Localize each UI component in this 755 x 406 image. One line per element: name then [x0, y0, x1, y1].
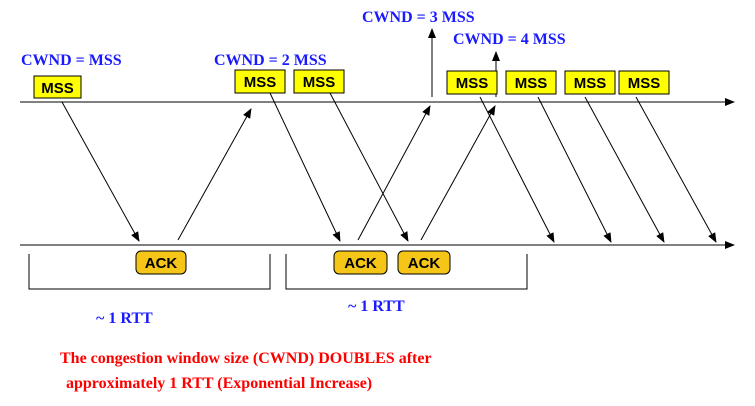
caption-line-1: The congestion window size (CWND) DOUBLE… [60, 350, 432, 367]
segment-arrow-2 [269, 92, 341, 242]
segment-arrow-1 [61, 101, 140, 242]
rtt-bracket-2 [285, 254, 528, 290]
mss-segment-label: MSS [628, 75, 661, 92]
mss-segment-5: MSS [505, 70, 557, 95]
ack-box-2: ACK [333, 250, 388, 275]
rtt-label-2: ~ 1 RTT [348, 298, 405, 315]
mss-segment-2: MSS [234, 69, 286, 94]
segment-arrow-5 [537, 96, 612, 243]
mss-segment-6: MSS [564, 70, 616, 95]
segment-arrow-7 [635, 96, 717, 243]
rtt-bracket-1 [28, 254, 271, 290]
segment-arrow-4 [479, 96, 555, 243]
cwnd-label-4: CWND = 4 MSS [453, 31, 566, 48]
ack-box-1: ACK [135, 250, 187, 275]
segment-arrow-3 [329, 92, 409, 242]
mss-segment-3: MSS [293, 69, 345, 94]
mss-segment-7: MSS [618, 70, 670, 95]
caption-line-2: approximately 1 RTT (Exponential Increas… [66, 375, 372, 392]
cwnd-label-3: CWND = 3 MSS [362, 9, 475, 26]
mss-segment-label: MSS [41, 80, 74, 97]
mss-segment-label: MSS [303, 74, 336, 91]
ack-box-3: ACK [397, 250, 451, 275]
segment-arrow-6 [584, 96, 665, 243]
ack-arrow-2 [357, 105, 431, 241]
ack-label: ACK [145, 255, 178, 272]
ack-label: ACK [408, 255, 441, 272]
mss-segment-4: MSS [446, 70, 498, 95]
cwnd-label-1: CWND = MSS [21, 52, 122, 69]
rtt-label-1: ~ 1 RTT [96, 310, 153, 327]
ack-arrow-3 [420, 105, 496, 241]
ack-arrow-1 [177, 108, 252, 241]
mss-segment-1: MSS [33, 75, 82, 99]
ack-label: ACK [344, 255, 377, 272]
mss-segment-label: MSS [515, 75, 548, 92]
mss-segment-label: MSS [574, 75, 607, 92]
cwnd-label-2: CWND = 2 MSS [214, 52, 327, 69]
mss-segment-label: MSS [456, 75, 489, 92]
mss-segment-label: MSS [244, 74, 277, 91]
